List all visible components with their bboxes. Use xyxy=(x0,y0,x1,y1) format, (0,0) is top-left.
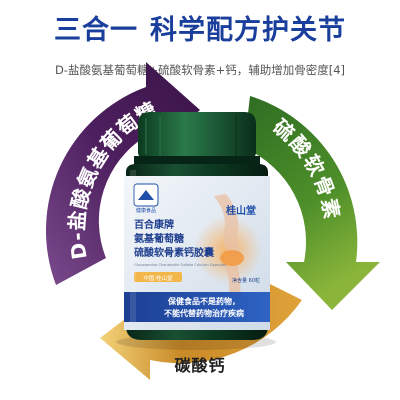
product-name-line-1: 百合康牌 xyxy=(134,218,174,231)
product-english-name: Glucosamine Chondroitin Sulfate Calcium … xyxy=(134,263,226,267)
brand-logo xyxy=(133,183,159,207)
product-badge-text: 中国·桂山堂 xyxy=(143,274,173,282)
bottom-arc-label: 碳酸钙 xyxy=(174,356,226,375)
warning-line-2: 不能代替药物治疗疾病 xyxy=(164,308,244,318)
product-spec: 净含量 60粒 xyxy=(232,277,260,284)
green-arc-arrow xyxy=(244,96,380,310)
brand-logo-text: 健康食品 xyxy=(136,207,156,214)
supplement-bottle: 健康食品 桂山堂 百合康牌 氨基葡萄糖 硫酸软骨素钙胶囊 Glucosamine… xyxy=(116,112,276,350)
headline-part-1: 三合一 xyxy=(54,15,138,46)
subtitle: D-盐酸氨基葡萄糖+硫酸软骨素+钙，辅助增加骨密度[4] xyxy=(54,63,346,77)
headline-part-2: 科学配方护关节 xyxy=(150,15,346,46)
headline: 三合一科学配方护关节 xyxy=(0,8,400,47)
product-name-line-2: 氨基葡萄糖 xyxy=(134,232,184,245)
bottle-cap xyxy=(138,112,256,158)
product-badge xyxy=(134,272,182,282)
brand-name: 桂山堂 xyxy=(225,204,256,217)
warning-line-1: 保健食品不是药物， xyxy=(167,296,240,306)
warning-band xyxy=(124,292,270,322)
product-name-line-3: 硫酸软骨素钙胶囊 xyxy=(134,246,215,259)
